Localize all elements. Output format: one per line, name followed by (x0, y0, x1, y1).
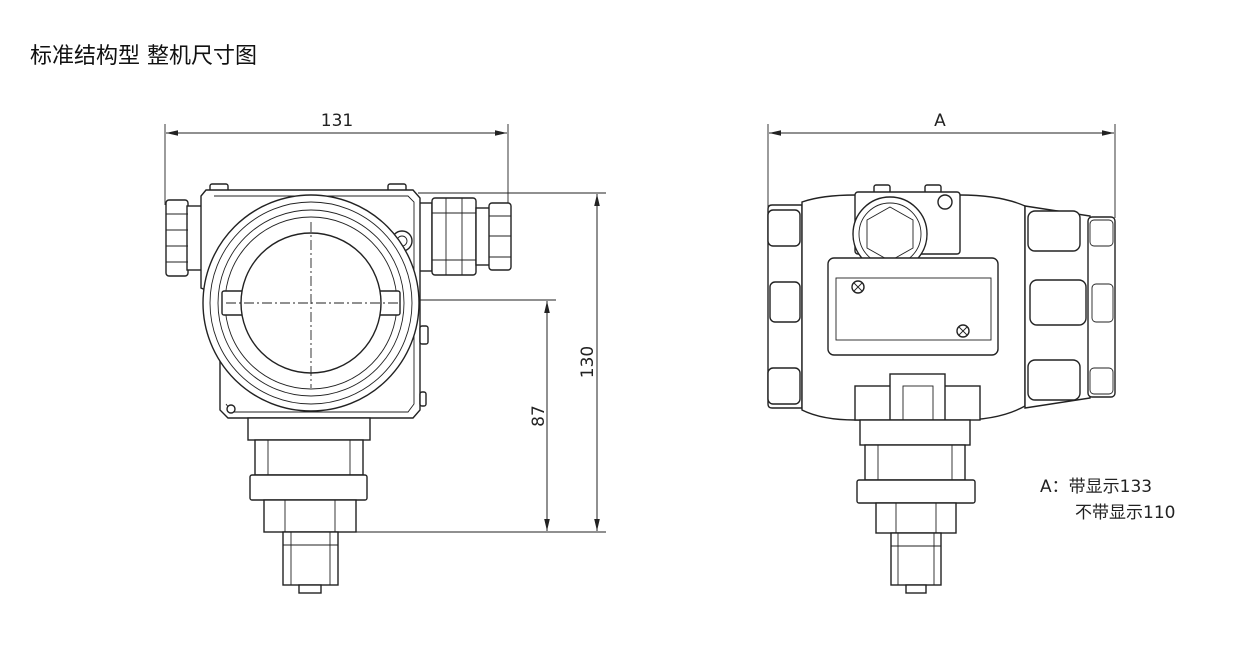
pressure-port (905, 584, 927, 594)
threaded-fitting (282, 531, 339, 586)
side-process-connection (854, 373, 981, 594)
side-width-label: A (934, 111, 946, 131)
base-bracket (889, 373, 946, 421)
side-bolt (419, 391, 427, 407)
right-end-cap (1024, 205, 1116, 409)
left-end-cap (767, 204, 803, 409)
nameplate (827, 257, 999, 356)
right-cable-gland (417, 197, 512, 276)
gland-body (186, 205, 203, 271)
neck-lower (864, 444, 966, 481)
neck-lower (254, 439, 364, 476)
front-width-dimension: 131 (164, 111, 509, 205)
side-bolt (419, 325, 429, 345)
nameplate-frame (827, 257, 999, 356)
front-center-label: 87 (529, 405, 549, 427)
small-screw (937, 194, 953, 210)
neck-upper (247, 417, 371, 441)
collar-ring (249, 474, 368, 501)
top-cable-entry (852, 184, 961, 272)
left-cable-gland (165, 199, 203, 277)
collar-ring (856, 479, 976, 504)
gland-hex-nut (431, 197, 477, 276)
hex-fitting (263, 499, 357, 533)
front-cover (202, 194, 420, 412)
cap-tab (1029, 279, 1087, 326)
side-width-dimension: A (767, 111, 1116, 218)
gland-hex-nut (165, 199, 189, 277)
page-title: 标准结构型 整机尺寸图 (30, 44, 257, 69)
hex-fitting (875, 502, 957, 534)
cap-flange (1087, 216, 1116, 398)
note-line-no-display: 不带显示110 (1075, 503, 1175, 523)
gland-cap (488, 202, 512, 271)
small-screw (226, 404, 236, 414)
pressure-port (298, 584, 322, 594)
cap-tab (769, 281, 801, 323)
threaded-fitting (890, 532, 942, 586)
note-line-display: A：带显示133 (1040, 477, 1152, 497)
dimension-note: A：带显示133 不带显示110 (1040, 477, 1175, 523)
front-width-label: 131 (321, 111, 353, 131)
neck-upper (859, 419, 971, 446)
cap-tab (1027, 359, 1081, 401)
nameplate-panel (835, 277, 992, 341)
gland-body (475, 207, 491, 266)
cap-tab (767, 367, 801, 405)
cap-tab (767, 209, 801, 247)
front-process-connection (247, 417, 371, 594)
front-height-dimension: 130 (356, 192, 606, 533)
front-height-label: 130 (578, 346, 598, 378)
side-view: A (767, 111, 1175, 594)
front-view: 131 130 87 (164, 111, 606, 594)
cap-tab (1027, 210, 1081, 252)
